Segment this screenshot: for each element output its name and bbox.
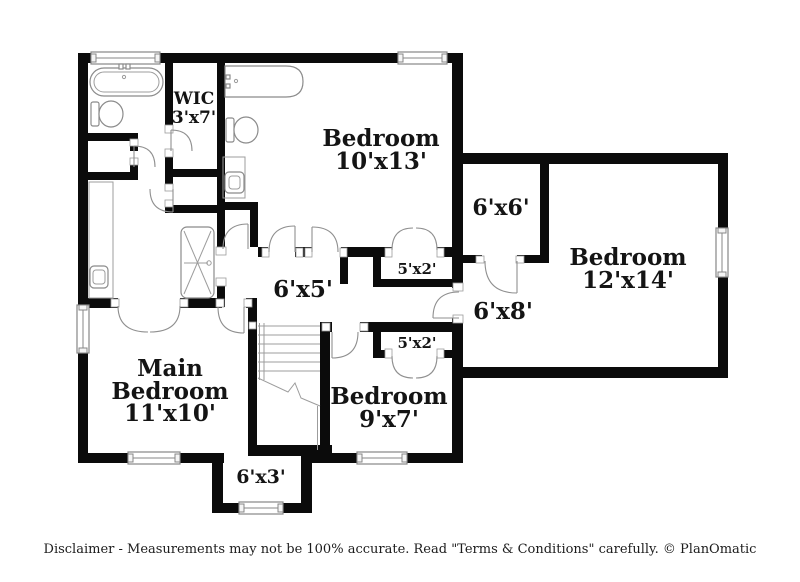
sink-icon xyxy=(222,156,246,199)
door-swing-icon xyxy=(149,188,174,213)
toilet-icon xyxy=(90,100,124,128)
room-label-bedroom-10x13: Bedroom xyxy=(322,125,439,152)
staircase-icon xyxy=(257,323,321,450)
room-dims-hall-6x5: 6'x5' xyxy=(273,276,333,303)
bathtub-icon xyxy=(89,63,164,97)
fixtures xyxy=(88,63,321,450)
door-swing-icon xyxy=(222,223,249,250)
sink-icon xyxy=(88,181,114,299)
window-icon xyxy=(715,227,729,278)
room-dims-wic: 3'x7' xyxy=(172,108,216,128)
room-dims-closet-5x2-upper: 5'x2' xyxy=(397,260,436,278)
room-dims-nook-6x3: 6'x3' xyxy=(236,466,285,488)
door-swing-icon xyxy=(268,225,296,253)
window-icon xyxy=(356,451,408,465)
window-icon xyxy=(397,51,448,65)
room-labels: WIC 3'x7' Bedroom 10'x13' 6'x6' Bedroom … xyxy=(111,89,686,488)
double-door-icon xyxy=(391,355,438,379)
door-swing-icon xyxy=(133,145,156,168)
window-icon xyxy=(127,451,181,465)
room-label-main-bedroom-2: Bedroom xyxy=(111,378,228,405)
shower-icon xyxy=(180,226,215,299)
room-dims-bedroom-10x13: 10'x13' xyxy=(335,148,427,175)
door-swing-icon xyxy=(484,260,518,294)
doors xyxy=(117,129,518,379)
interior-walls xyxy=(78,53,549,456)
double-door-icon xyxy=(117,305,181,333)
room-dims-closet-6x6: 6'x6' xyxy=(472,195,529,221)
double-door-icon xyxy=(391,227,438,251)
window-icon xyxy=(238,501,284,515)
bathtub-icon xyxy=(224,65,304,98)
room-dims-main-bedroom: 11'x10' xyxy=(124,400,216,427)
window-icon xyxy=(76,304,90,354)
room-dims-bedroom-12x14: 12'x14' xyxy=(582,267,674,294)
windows xyxy=(76,51,729,515)
door-swing-icon xyxy=(217,306,245,334)
window-icon xyxy=(90,51,161,65)
door-swing-icon xyxy=(170,129,193,152)
room-dims-closet-5x2-lower: 5'x2' xyxy=(397,334,436,352)
room-label-bedroom-12x14: Bedroom xyxy=(569,244,686,271)
disclaimer-text: Disclaimer - Measurements may not be 100… xyxy=(44,542,757,557)
room-label-main-bedroom-1: Main xyxy=(137,355,203,382)
door-swing-icon xyxy=(331,331,359,359)
toilet-icon xyxy=(225,116,259,144)
room-label-bedroom-9x7: Bedroom xyxy=(330,383,447,410)
door-swing-icon xyxy=(311,226,339,253)
door-swing-icon xyxy=(432,291,460,319)
room-dims-hall-6x8: 6'x8' xyxy=(473,298,533,325)
room-dims-bedroom-9x7: 9'x7' xyxy=(359,406,419,433)
room-label-wic: WIC xyxy=(173,89,215,109)
